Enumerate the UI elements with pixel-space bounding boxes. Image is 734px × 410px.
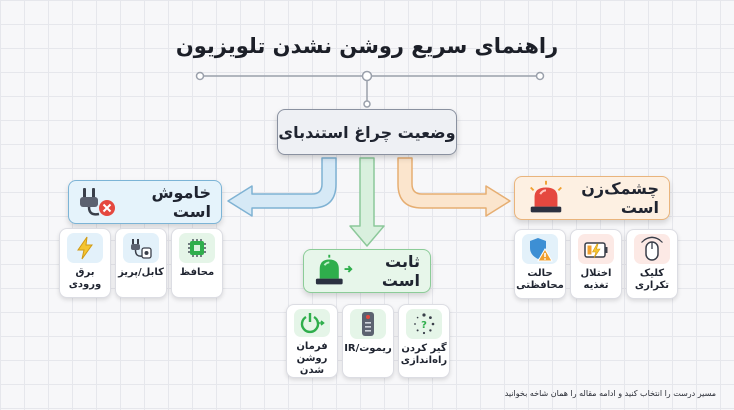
root-dot	[363, 100, 371, 108]
shield-warning-icon	[522, 234, 558, 264]
blink-item-supply: اختلال تغذیه	[570, 229, 622, 299]
off-item-protector: محافظ	[171, 228, 223, 298]
footer-note: مسیر درست را انتخاب کنید و ادامه مقاله ر…	[504, 389, 716, 398]
root-label: وضعیت چراغ استندبای	[278, 122, 456, 142]
category-steady-label: ثابت است	[381, 252, 420, 290]
off-item-cable: کابل/پریز	[115, 228, 167, 298]
remote-control-icon	[350, 309, 386, 339]
steady-item-remote: ریموت/IR	[342, 304, 394, 378]
steady-item-boot-label: گیر کردن راه‌اندازی	[400, 343, 448, 366]
battery-warning-icon	[578, 234, 614, 264]
arrow-to-steady	[349, 157, 385, 247]
page-title: راهنمای سریع روشن نشدن تلویزیون	[175, 34, 559, 58]
off-item-protector-label: محافظ	[179, 267, 215, 278]
steady-item-boot: ? گیر کردن راه‌اندازی	[398, 304, 450, 378]
cable-outlet-icon	[123, 233, 159, 263]
steady-item-power-cmd: فرمان روشن شدن	[286, 304, 338, 378]
mouse-click-icon	[634, 234, 670, 264]
off-item-cable-label: کابل/پریز	[118, 267, 164, 278]
svg-text:?: ?	[421, 320, 427, 331]
blink-item-protect: حالت محافظتی	[514, 229, 566, 299]
arrow-to-blink	[397, 157, 511, 217]
category-off: خاموش است	[68, 180, 222, 224]
category-blink: چشمک‌زن است	[514, 176, 670, 220]
blink-item-protect-label: حالت محافظتی	[516, 268, 564, 291]
off-item-power: برق ورودی	[59, 228, 111, 298]
rule-dot-left	[195, 71, 205, 81]
power-button-icon	[294, 309, 330, 337]
root-node: وضعیت چراغ استندبای	[277, 109, 457, 155]
category-off-label: خاموش است	[151, 183, 211, 221]
lightning-icon	[67, 233, 103, 263]
rule-dot-right	[535, 71, 545, 81]
blink-item-supply-label: اختلال تغذیه	[580, 268, 612, 291]
power-plug-icon	[79, 182, 119, 222]
blink-item-click-label: کلیک تکراری	[634, 268, 670, 291]
red-beacon-icon	[525, 178, 567, 218]
off-item-power-label: برق ورودی	[68, 267, 102, 290]
surge-protector-icon	[179, 233, 215, 263]
category-steady: ثابت است	[303, 249, 431, 293]
steady-item-power-cmd-label: فرمان روشن شدن	[296, 341, 328, 376]
rule-dot-center	[361, 70, 373, 82]
green-beacon-icon	[314, 251, 356, 291]
loading-spinner-icon: ?	[406, 309, 442, 339]
blink-item-click: کلیک تکراری	[626, 229, 678, 299]
arrow-to-off	[227, 157, 337, 217]
steady-item-remote-label: ریموت/IR	[344, 343, 392, 354]
category-blink-label: چشمک‌زن است	[581, 179, 659, 217]
